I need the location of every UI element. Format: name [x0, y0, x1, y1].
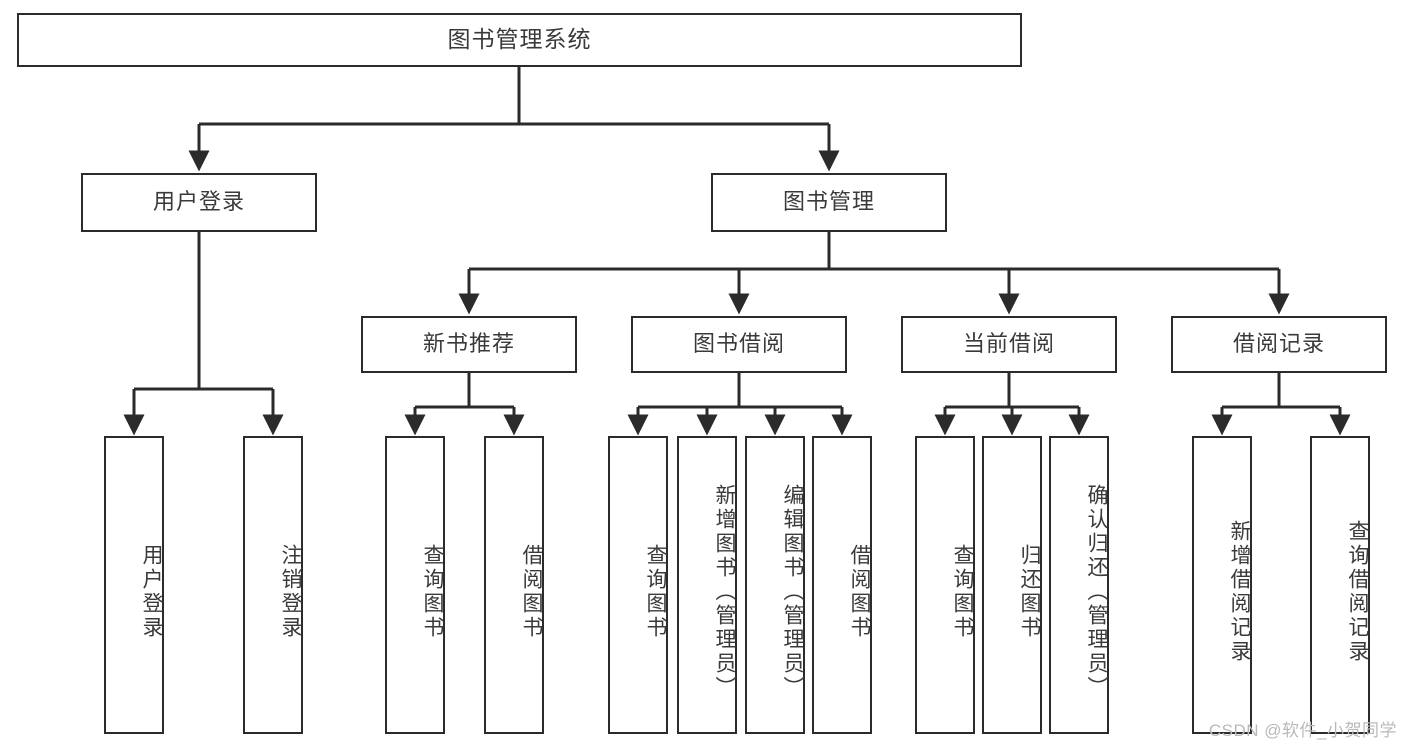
node-label: 查询借阅记录: [1346, 520, 1369, 664]
node-book-manage[interactable]: 图书管理: [711, 173, 947, 232]
node-leaf-logout[interactable]: 注销登录: [243, 436, 303, 734]
node-label: 借阅图书: [520, 544, 543, 640]
node-leaf-query-book-2[interactable]: 查询图书: [608, 436, 668, 734]
node-leaf-confirm-return-admin[interactable]: 确认归还（管理员）: [1049, 436, 1109, 734]
node-label: 归还图书: [1018, 544, 1041, 640]
node-root[interactable]: 图书管理系统: [17, 13, 1022, 67]
node-label: 编辑图书（管理员）: [781, 484, 804, 700]
node-label: 注销登录: [279, 544, 302, 640]
node-label: 新增图书（管理员）: [713, 484, 736, 700]
node-borrow-record[interactable]: 借阅记录: [1171, 316, 1387, 373]
node-leaf-borrow-book-1[interactable]: 借阅图书: [484, 436, 544, 734]
node-label: 查询图书: [644, 544, 667, 640]
node-leaf-add-book-admin[interactable]: 新增图书（管理员）: [677, 436, 737, 734]
node-leaf-edit-book-admin[interactable]: 编辑图书（管理员）: [745, 436, 805, 734]
node-leaf-user-login[interactable]: 用户登录: [104, 436, 164, 734]
node-leaf-query-borrow-record[interactable]: 查询借阅记录: [1310, 436, 1370, 734]
node-label: 查询图书: [951, 544, 974, 640]
node-label: 新增借阅记录: [1228, 520, 1251, 664]
watermark: CSDN @软件_小贺同学: [1208, 721, 1397, 740]
node-leaf-add-borrow-record[interactable]: 新增借阅记录: [1192, 436, 1252, 734]
node-label: 用户登录: [140, 544, 163, 640]
node-label: 确认归还（管理员）: [1085, 484, 1108, 700]
node-current-borrow[interactable]: 当前借阅: [901, 316, 1117, 373]
node-new-book-recommend[interactable]: 新书推荐: [361, 316, 577, 373]
node-label: 查询图书: [421, 544, 444, 640]
node-book-borrow[interactable]: 图书借阅: [631, 316, 847, 373]
node-leaf-query-book-1[interactable]: 查询图书: [385, 436, 445, 734]
node-leaf-return-book[interactable]: 归还图书: [982, 436, 1042, 734]
node-user-login[interactable]: 用户登录: [81, 173, 317, 232]
node-leaf-query-book-3[interactable]: 查询图书: [915, 436, 975, 734]
node-leaf-borrow-book-2[interactable]: 借阅图书: [812, 436, 872, 734]
node-label: 借阅图书: [848, 544, 871, 640]
